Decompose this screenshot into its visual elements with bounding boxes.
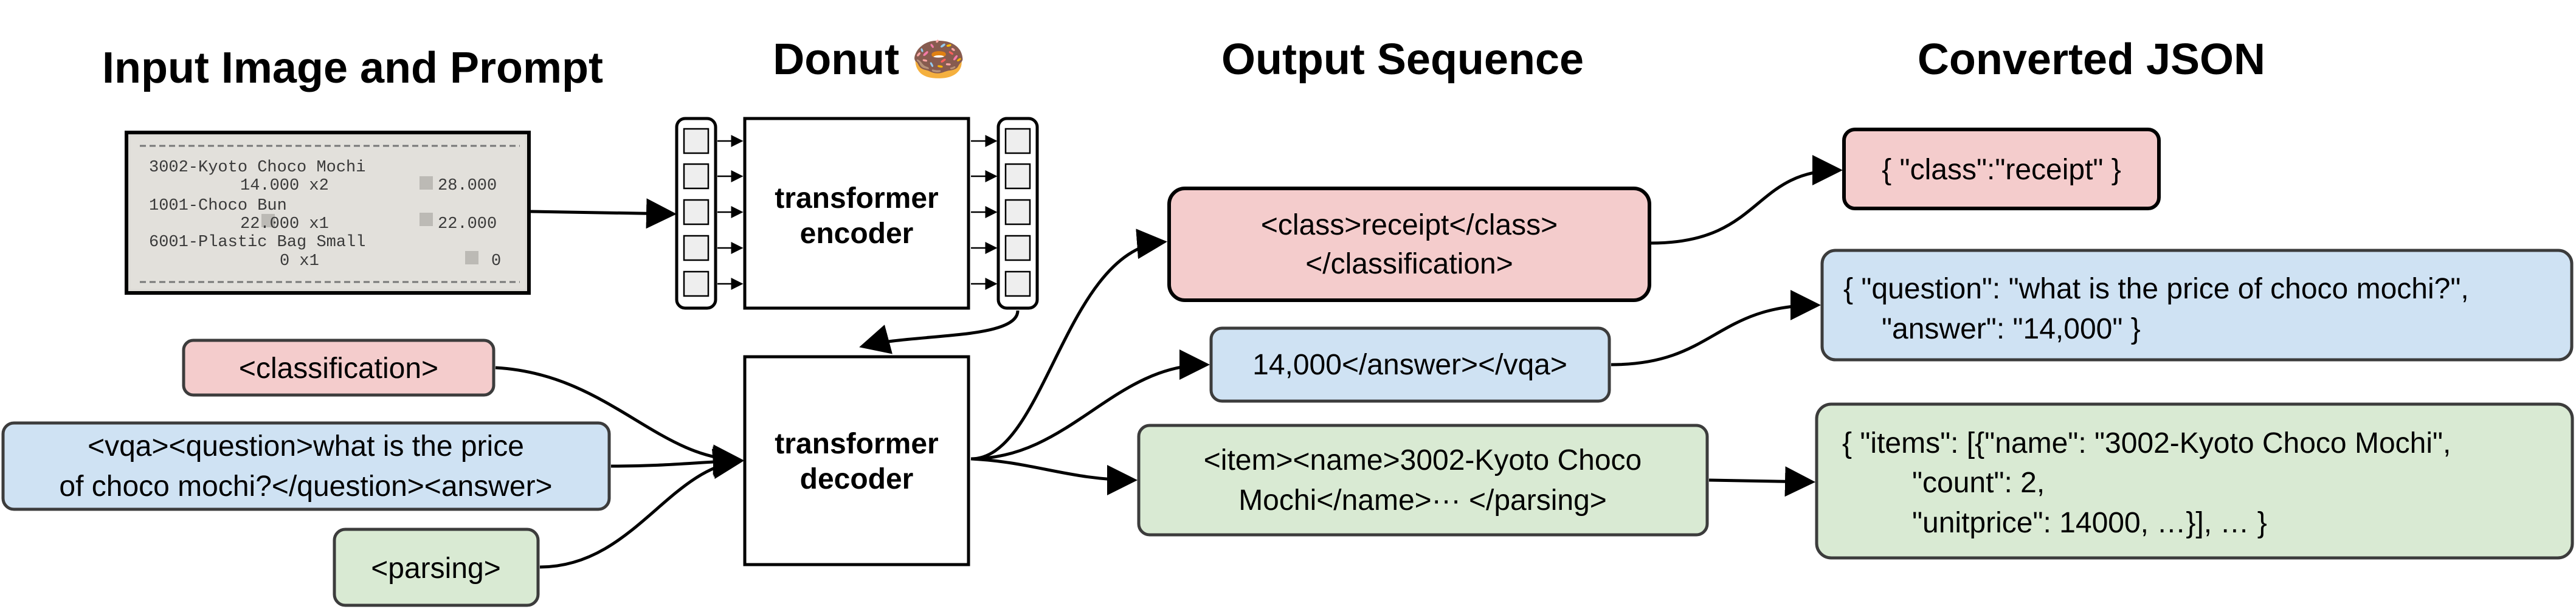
arrow-decoder-to-parsing-output (970, 457, 1138, 495)
transformer-encoder: transformer encoder (743, 117, 970, 310)
arrow-vqa-to-json (1611, 290, 1821, 366)
json-classification: { "class":"receipt" } (1842, 128, 2161, 210)
token-cell (683, 235, 710, 261)
prompt-vqa-text: of choco mochi?</question><answer> (59, 470, 552, 503)
token-cell (683, 270, 710, 297)
prompt-parsing: <parsing> (333, 528, 540, 607)
token-pointers (717, 135, 998, 290)
receipt-item-price: 14.000 x2 (240, 177, 329, 195)
receipt-item-total: 28.000 (438, 177, 497, 195)
token-cell (1004, 163, 1031, 190)
receipt-image: 3002-Kyoto Choco Mochi 14.000 x2 28.000 … (125, 131, 531, 295)
output-classification-text: <class>receipt</class> (1261, 209, 1558, 241)
output-classification-text: </classification> (1305, 248, 1513, 280)
encoder-input-tokens (675, 117, 717, 310)
receipt-item-total: 0 (491, 252, 501, 270)
receipt-smudge (261, 214, 275, 227)
receipt-item-total: 22.000 (438, 215, 497, 233)
receipt-smudge (420, 176, 433, 190)
arrow-image-to-encoder (530, 198, 677, 229)
json-vqa-text: "answer": "14,000" } (1882, 313, 2141, 345)
token-cell (1004, 270, 1031, 297)
arrow-class-to-json (1651, 155, 1843, 245)
prompt-classification-text: <classification> (239, 352, 438, 385)
prompt-classification: <classification> (182, 339, 496, 397)
token-cell (683, 163, 710, 190)
decoder-label: transformer (775, 428, 938, 460)
prompt-vqa-text: <vqa><question>what is the price (88, 430, 524, 462)
decoder-label: decoder (800, 463, 914, 495)
encoder-label: encoder (800, 218, 914, 250)
output-vqa: 14,000</answer></vqa> (1209, 326, 1611, 403)
receipt-item-name: 6001-Plastic Bag Small (149, 233, 365, 252)
encoder-output-tokens (996, 117, 1039, 310)
output-parsing: <item><name>3002-Kyoto Choco Mochi</name… (1137, 424, 1709, 537)
token-cell (683, 199, 710, 225)
encoder-label: transformer (775, 182, 938, 215)
json-classification-text: { "class":"receipt" } (1882, 154, 2121, 186)
arrow-encoder-to-decoder (859, 310, 1020, 354)
output-parsing-text: Mochi</name>··· </parsing> (1238, 484, 1607, 517)
header-output: Output Sequence (1221, 35, 1584, 84)
receipt-item-name: 1001-Choco Bun (149, 197, 287, 215)
arrow-decoder-to-vqa-output (970, 349, 1210, 461)
arrow-classification-prompt (495, 366, 744, 475)
prompt-vqa: <vqa><question>what is the price of choc… (1, 421, 611, 511)
json-vqa-text: { "question": "what is the price of choc… (1843, 273, 2469, 305)
json-parsing-text: "count": 2, (1912, 467, 2045, 499)
json-parsing-text: { "items": [{"name": "3002-Kyoto Choco M… (1842, 427, 2451, 459)
token-cell (1004, 199, 1031, 225)
output-parsing-text: <item><name>3002-Kyoto Choco (1204, 444, 1642, 476)
prompt-parsing-text: <parsing> (371, 552, 501, 585)
json-vqa: { "question": "what is the price of choc… (1820, 249, 2574, 362)
token-cell (1004, 235, 1031, 261)
transformer-decoder: transformer decoder (743, 355, 970, 566)
token-cell (683, 128, 710, 154)
receipt-smudge (420, 213, 433, 226)
header-donut: Donut 🍩 (773, 35, 966, 84)
receipt-smudge (465, 251, 478, 264)
token-cell (1004, 128, 1031, 154)
output-vqa-text: 14,000</answer></vqa> (1252, 349, 1567, 381)
header-json: Converted JSON (1918, 35, 2265, 84)
header-input: Input Image and Prompt (102, 44, 603, 92)
arrow-parsing-to-json (1708, 466, 1815, 497)
json-parsing: { "items": [{"name": "3002-Kyoto Choco M… (1815, 402, 2574, 560)
arrow-decoder-to-class-output (970, 229, 1167, 461)
output-classification: <class>receipt</class> </classification> (1167, 187, 1651, 302)
json-parsing-text: "unitprice": 14000, …}], … } (1912, 507, 2267, 539)
receipt-item-name: 3002-Kyoto Choco Mochi (149, 159, 365, 177)
connectors (495, 155, 1843, 569)
receipt-item-price: 22.000 x1 (240, 215, 329, 233)
receipt-item-price: 0 x1 (280, 252, 319, 270)
arrow-parsing-prompt (539, 449, 744, 569)
